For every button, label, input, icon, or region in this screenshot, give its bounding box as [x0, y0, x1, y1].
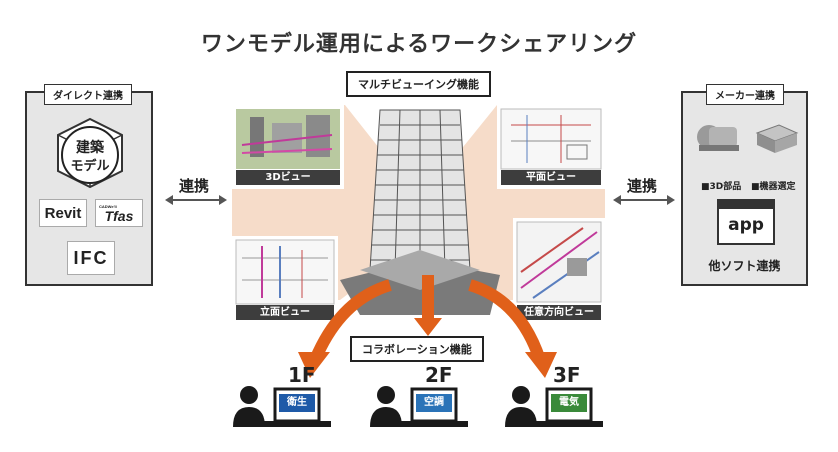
maker-link-label: メーカー連携 — [706, 84, 784, 105]
link-left-arrow — [165, 195, 227, 205]
building-tower-graphic — [340, 109, 500, 315]
arrow-head-2f — [414, 318, 442, 336]
floor-1f-label: 1F — [288, 363, 316, 387]
floor-1f-badge: 衛生 — [279, 394, 315, 412]
pump-icon — [695, 119, 743, 153]
ifc-logo: IFC — [67, 241, 115, 275]
multi-view-label: マルチビューイング機能 — [346, 71, 491, 97]
app-window-icon: app — [717, 199, 775, 245]
floor-2f-label: 2F — [425, 363, 453, 387]
floor-3f-label: 3F — [553, 363, 581, 387]
arrow-head-3f — [525, 352, 557, 378]
view-3d-image — [236, 109, 340, 169]
equipment-caption: ■機器選定 — [751, 182, 796, 192]
view-3d-caption: 3Dビュー — [236, 170, 340, 185]
floor-3f-badge: 電気 — [551, 394, 587, 412]
direct-link-panel: 建築 モデル Revit CADWe'll Tfas IFC — [25, 91, 153, 286]
parts-3d-caption: ■3D部品 — [701, 182, 742, 192]
app-titlebar — [719, 201, 773, 209]
view-arbitrary-card[interactable]: 任意方向ビュー — [513, 218, 605, 324]
floor-1f-group: 1F 衛生 — [233, 363, 333, 433]
floor-2f-group: 2F 空調 — [370, 363, 470, 433]
page-title: ワンモデル運用によるワークシェアリング — [200, 32, 638, 57]
maker-link-panel: ■3D部品 ■機器選定 app 他ソフト連携 — [681, 91, 808, 286]
tfas-logo: CADWe'll Tfas — [95, 199, 143, 227]
view-3d-card[interactable]: 3Dビュー — [232, 105, 344, 189]
arrow-to-3f — [468, 279, 546, 362]
link-right-label: 連携 — [627, 177, 658, 195]
view-elevation-image — [235, 239, 335, 305]
equipment-icon — [753, 123, 799, 155]
other-software-label: 他ソフト連携 — [708, 259, 781, 273]
arrow-head-1f — [298, 352, 330, 378]
link-right-arrow — [613, 195, 675, 205]
view-elevation-card[interactable]: 立面ビュー — [232, 236, 338, 324]
view-arbitrary-image — [516, 221, 602, 303]
building-model-icon: 建築 モデル — [52, 115, 128, 191]
view-elevation-caption: 立面ビュー — [236, 305, 334, 320]
view-plan-card[interactable]: 平面ビュー — [497, 105, 605, 189]
revit-logo: Revit — [39, 199, 87, 227]
view-arbitrary-caption: 任意方向ビュー — [517, 305, 601, 320]
collab-label: コラボレーション機能 — [350, 336, 484, 362]
arrow-to-1f — [309, 279, 392, 363]
view-plan-caption: 平面ビュー — [501, 170, 601, 185]
model-label-line2: モデル — [70, 159, 110, 174]
link-left-label: 連携 — [179, 177, 210, 195]
floor-2f-badge: 空調 — [416, 394, 452, 412]
floor-3f-group: 3F 電気 — [505, 363, 605, 433]
view-plan-image — [500, 108, 602, 170]
direct-link-label: ダイレクト連携 — [44, 84, 132, 105]
model-label-line1: 建築 — [76, 140, 104, 156]
app-icon-label: app — [728, 215, 764, 235]
